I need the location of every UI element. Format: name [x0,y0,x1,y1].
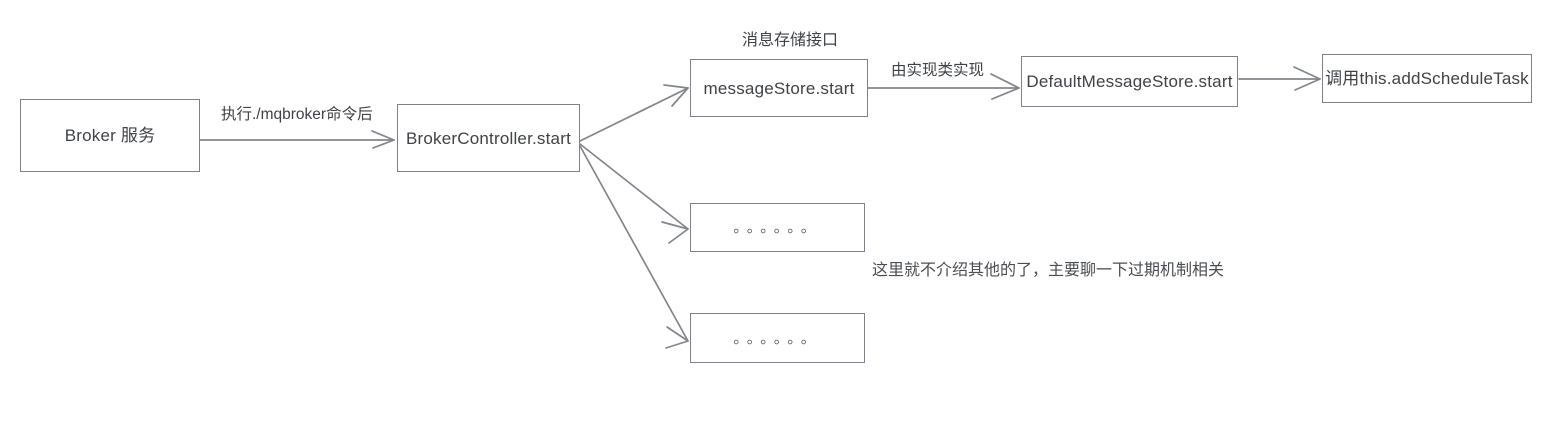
node-ellipsis-box-1[interactable]: 。。。。。。 [690,203,865,252]
edge-label-run-mqbroker: 执行./mqbroker命令后 [221,106,373,123]
node-ellipsis-box-2[interactable]: 。。。。。。 [690,313,865,363]
node-broker-service[interactable]: Broker 服务 [20,99,200,172]
node-broker-service-label: Broker 服务 [64,126,156,145]
edge-controller-to-ellipsis-2 [579,145,689,349]
node-default-message-store-start[interactable]: DefaultMessageStore.start [1021,56,1238,107]
node-ellipsis-box-2-label: 。。。。。。 [733,329,822,347]
node-add-schedule-task[interactable]: 调用this.addScheduleTask [1322,54,1532,103]
edge-controller-to-messagestore [579,84,689,142]
node-message-store-start-label: messageStore.start [703,78,855,98]
node-ellipsis-box-1-label: 。。。。。。 [733,219,822,236]
node-add-schedule-task-label: 调用this.addScheduleTask [1325,69,1529,88]
edge-label-implemented-by-class: 由实现类实现 [891,62,985,79]
edge-controller-to-ellipsis-1 [579,143,689,244]
note-expiration-mechanism: 这里就不介绍其他的了，主要聊一下过期机制相关 [872,262,1225,279]
node-message-store-start[interactable]: messageStore.start [690,59,868,117]
node-broker-controller-start-label: BrokerController.start [405,128,571,148]
node-broker-controller-start[interactable]: BrokerController.start [397,104,580,172]
edge-default-to-schedule [1238,66,1321,91]
node-default-message-store-start-label: DefaultMessageStore.start [1026,72,1233,91]
caption-message-store-interface: 消息存储接口 [742,32,839,49]
